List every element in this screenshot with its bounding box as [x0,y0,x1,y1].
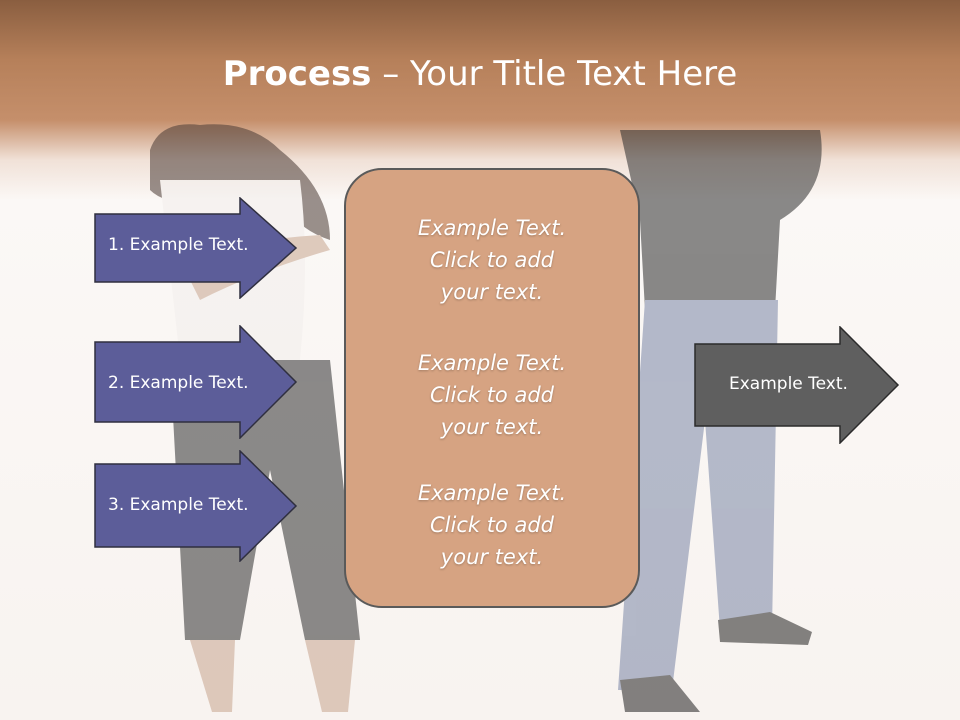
step-arrow-2-label: 2. Example Text. [108,373,249,393]
step-arrow-3-shape [94,450,298,562]
center-text-box[interactable] [344,168,640,608]
center-item-2-line3: your text. [440,415,544,439]
step-arrow-2[interactable]: 2. Example Text. [94,325,298,439]
center-item-1-line2: Click to add [429,248,554,272]
center-item-3-line2: Click to add [429,513,554,537]
output-arrow-label: Example Text. [729,374,848,394]
step-arrow-1-shape [94,197,298,299]
center-item-3-line1: Example Text. [417,481,567,505]
output-arrow[interactable]: Example Text. [694,326,900,444]
center-item-1-line3: your text. [440,280,544,304]
center-item-1: Example Text. Click to add your text. [344,212,640,308]
title-bold: Process [222,54,372,94]
center-item-1-line1: Example Text. [417,216,567,240]
step-arrow-1[interactable]: 1. Example Text. [94,197,298,299]
title-rest: – Your Title Text Here [371,54,738,94]
center-item-3: Example Text. Click to add your text. [344,477,640,573]
step-arrow-3-label: 3. Example Text. [108,495,249,515]
center-item-2: Example Text. Click to add your text. [344,347,640,443]
step-arrow-3[interactable]: 3. Example Text. [94,450,298,562]
center-item-2-line1: Example Text. [417,351,567,375]
step-arrow-2-shape [94,325,298,439]
step-arrow-1-label: 1. Example Text. [108,235,249,255]
center-item-2-line2: Click to add [429,383,554,407]
output-arrow-shape [694,326,900,444]
slide-title: Process – Your Title Text Here [0,52,960,96]
center-item-3-line3: your text. [440,545,544,569]
